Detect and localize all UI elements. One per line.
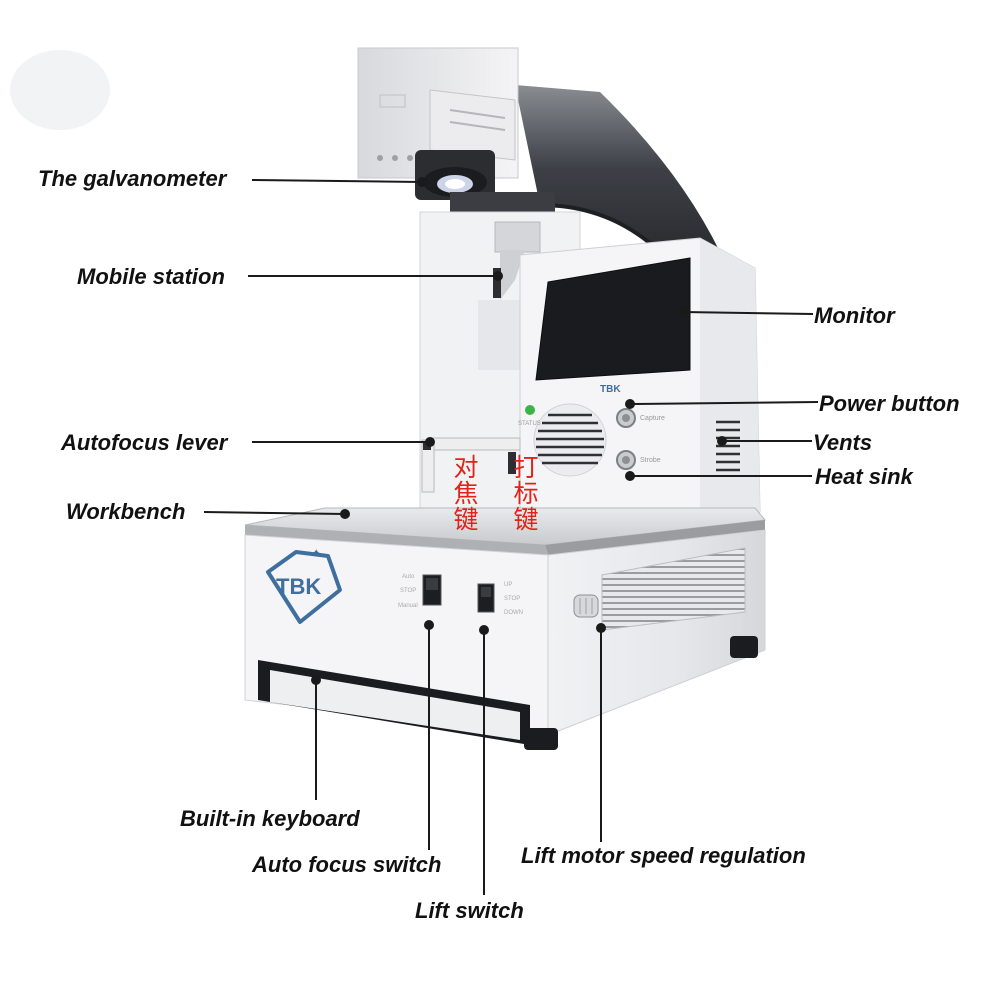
label-galvanometer: The galvanometer <box>38 166 227 191</box>
label-monitor: Monitor <box>814 303 895 328</box>
right-switch-top-label: UP <box>504 582 512 588</box>
left-switch-mid-label: STOP <box>400 588 416 594</box>
focus-key-char-3: 键 <box>453 505 479 534</box>
sparkle-icon: ✦ <box>312 548 320 559</box>
focus-key-annotation: 对 焦 键 <box>451 455 481 533</box>
mobile-station-bracket <box>493 268 501 298</box>
left-switch-bottom-label: Manual <box>398 603 418 609</box>
label-heat-sink: Heat sink <box>815 464 913 489</box>
label-autofocus-lever: Autofocus lever <box>61 430 228 455</box>
right-switch-bottom-label: DOWN <box>504 610 523 616</box>
strobe-label: Strobe <box>640 457 661 464</box>
mark-key-char-3: 键 <box>513 505 539 534</box>
label-built-in-keyboard: Built-in keyboard <box>180 806 360 831</box>
mark-key-char-1: 打 <box>513 453 539 482</box>
label-vents: Vents <box>813 430 873 455</box>
indicator-label: STATUS <box>518 421 541 427</box>
label-workbench: Workbench <box>66 499 186 524</box>
label-auto-focus-switch: Auto focus switch <box>252 852 442 877</box>
status-indicator <box>525 405 535 415</box>
label-lift-switch: Lift switch <box>415 898 524 923</box>
monitor-screen <box>535 257 691 381</box>
leader-endpoints <box>311 177 727 685</box>
focus-key-char-2: 焦 <box>453 479 479 508</box>
label-mobile-station: Mobile station <box>77 264 225 289</box>
mark-key-annotation: 打 标 键 <box>511 455 541 533</box>
laser-arm <box>515 85 720 252</box>
mark-key-char-2: 标 <box>513 479 539 508</box>
tbk-logo-badge <box>266 550 342 624</box>
label-lift-motor-speed: Lift motor speed regulation <box>521 843 806 868</box>
foot-front-right <box>524 728 558 750</box>
autofocus-lever[interactable] <box>427 437 521 451</box>
focus-key-char-1: 对 <box>453 453 479 482</box>
screen-logo: TBK <box>600 384 621 395</box>
foot-back-right <box>730 636 758 658</box>
right-switch-mid-label: STOP <box>504 596 520 602</box>
capture-label: Capture <box>640 415 665 422</box>
background-glare <box>10 50 110 130</box>
left-switch-top-label: Auto <box>402 574 415 580</box>
label-power-button: Power button <box>819 391 960 416</box>
leader-lines <box>203 179 819 895</box>
tbk-logo-text: TBK <box>276 574 321 599</box>
base-vent <box>601 547 746 631</box>
